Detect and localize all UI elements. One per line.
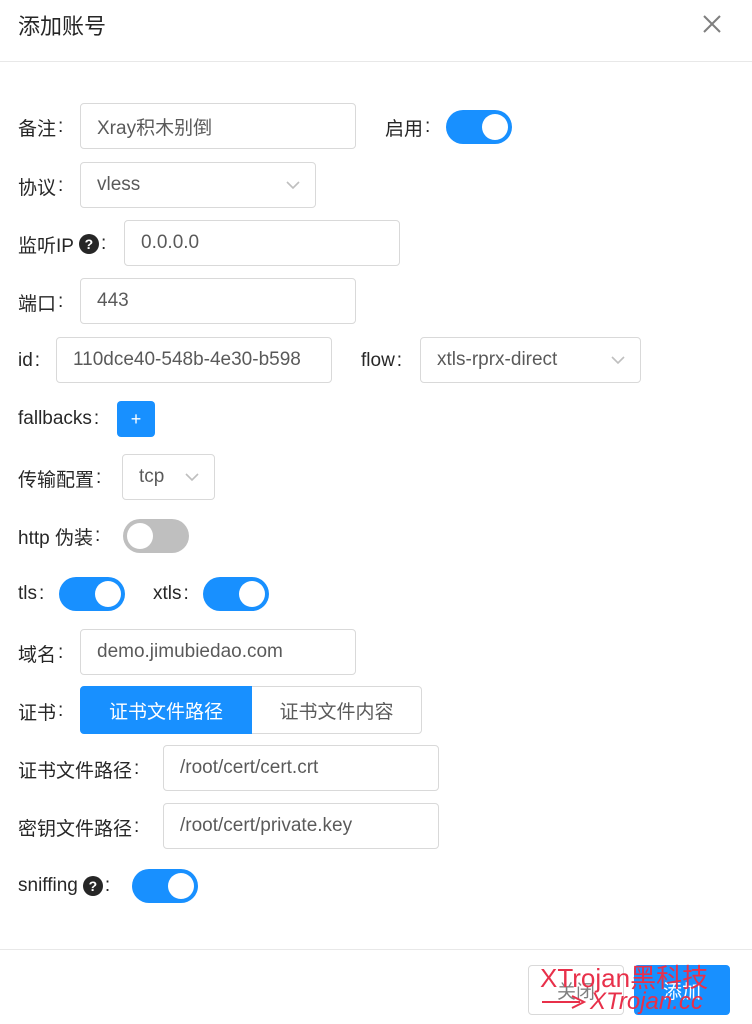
cert-path-input[interactable]: /root/cert/cert.crt	[163, 745, 439, 791]
arrow-right-icon	[542, 995, 587, 1009]
tls-switch[interactable]	[59, 577, 125, 611]
protocol-label: 协议:	[18, 175, 64, 199]
tls-row: tls:	[18, 570, 56, 618]
enable-label: 启用:	[385, 116, 431, 140]
question-circle-icon[interactable]: ?	[78, 234, 99, 254]
flow-label: flow:	[361, 350, 403, 371]
watermark-title: XTrojan黑科技	[540, 963, 709, 993]
key-path-label: 密钥文件路径:	[18, 816, 140, 840]
switch-knob	[482, 114, 508, 140]
transport-row: 传输配置:	[18, 454, 113, 502]
protocol-select[interactable]: vless	[80, 162, 316, 208]
dialog-title: 添加账号	[18, 14, 107, 39]
switch-knob	[168, 873, 194, 899]
cert-option-content[interactable]: 证书文件内容	[252, 686, 422, 734]
tls-label: tls:	[18, 583, 45, 604]
enable-row: 启用:	[385, 103, 442, 151]
transport-label: 传输配置:	[18, 467, 102, 491]
dialog-footer	[0, 949, 752, 1024]
add-button[interactable]: 添加	[634, 965, 730, 1015]
chevron-down-icon	[185, 473, 199, 482]
cert-label: 证书:	[18, 700, 64, 724]
flow-value: xtls-rprx-direct	[437, 349, 558, 370]
id-row: id:	[18, 337, 52, 385]
watermark-url: XTrojan.cc	[590, 988, 703, 1015]
http-fake-switch[interactable]	[123, 519, 189, 553]
chevron-down-icon	[286, 181, 300, 190]
http-fake-label: http 伪装:	[18, 525, 101, 549]
switch-knob	[239, 581, 265, 607]
port-label: 端口:	[18, 291, 64, 315]
domain-row: 域名:	[18, 629, 75, 677]
close-icon[interactable]	[698, 10, 726, 38]
transport-select[interactable]: tcp	[122, 454, 215, 500]
domain-input[interactable]: demo.jimubiedao.com	[80, 629, 356, 675]
domain-label: 域名:	[18, 642, 64, 666]
key-path-input[interactable]: /root/cert/private.key	[163, 803, 439, 849]
port-row: 端口:	[18, 278, 75, 326]
flow-select[interactable]: xtls-rprx-direct	[420, 337, 641, 383]
id-input[interactable]: 110dce40-548b-4e30-b598	[56, 337, 332, 383]
switch-knob	[127, 523, 153, 549]
key-path-row: 密钥文件路径:	[18, 803, 151, 851]
listen-ip-input[interactable]: 0.0.0.0	[124, 220, 400, 266]
dialog-header: 添加账号	[0, 0, 752, 62]
enable-switch[interactable]	[446, 110, 512, 144]
chevron-down-icon	[611, 356, 625, 365]
fallbacks-row: fallbacks:	[18, 395, 111, 443]
remark-label: 备注:	[18, 116, 64, 140]
add-fallback-button[interactable]: +	[117, 401, 155, 437]
listen-ip-label: 监听IP?:	[18, 233, 107, 257]
remark-row: 备注:	[18, 103, 75, 151]
cert-option-path[interactable]: 证书文件路径	[80, 686, 252, 734]
xtls-row: xtls:	[153, 570, 201, 618]
http-fake-row: http 伪装:	[18, 512, 112, 560]
listen-ip-row: 监听IP?:	[18, 220, 118, 268]
cert-path-label: 证书文件路径:	[18, 758, 140, 782]
remark-input[interactable]: Xray积木别倒	[80, 103, 356, 149]
transport-value: tcp	[139, 466, 165, 487]
protocol-value: vless	[97, 174, 141, 195]
switch-knob	[95, 581, 121, 607]
flow-row: flow:	[361, 337, 414, 385]
cert-path-row: 证书文件路径:	[18, 745, 151, 793]
port-input[interactable]: 443	[80, 278, 356, 324]
cert-row: 证书:	[18, 687, 75, 735]
sniffing-label: sniffing?:	[18, 875, 111, 896]
sniffing-row: sniffing?:	[18, 862, 122, 910]
xtls-switch[interactable]	[203, 577, 269, 611]
id-label: id:	[18, 350, 41, 371]
xtls-label: xtls:	[153, 583, 189, 604]
protocol-row: 协议:	[18, 162, 75, 210]
question-circle-icon[interactable]: ?	[82, 876, 103, 896]
fallbacks-label: fallbacks:	[18, 408, 100, 429]
sniffing-switch[interactable]	[132, 869, 198, 903]
